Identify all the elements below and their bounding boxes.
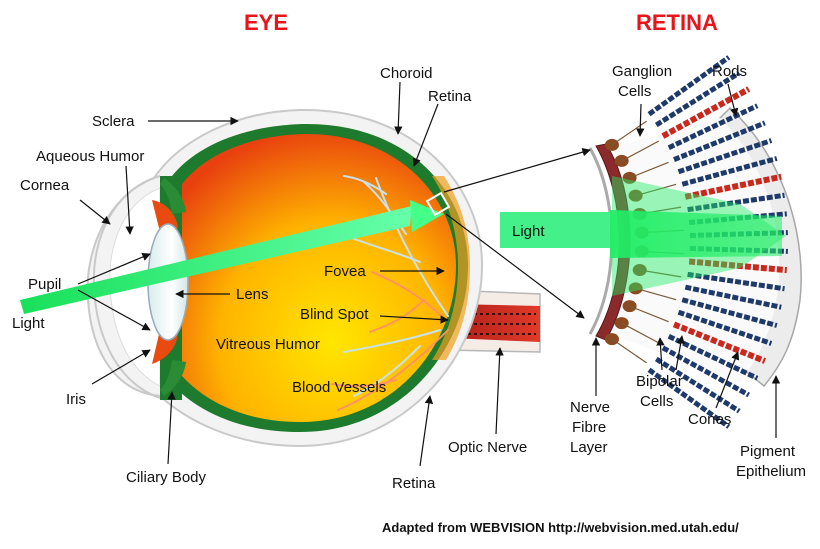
retina-detail xyxy=(500,57,801,427)
credit-line: Adapted from WEBVISION http://webvision.… xyxy=(382,520,739,535)
label-blind-spot: Blind Spot xyxy=(300,306,369,323)
label-cornea: Cornea xyxy=(20,177,70,194)
label-iris: Iris xyxy=(66,391,86,408)
label-pupil: Pupil xyxy=(28,276,61,293)
label-light-retina: Light xyxy=(512,223,545,240)
label-bipolar-1: Bipolar xyxy=(636,373,683,390)
label-light-eye: Light xyxy=(12,315,45,332)
label-retina-bottom: Retina xyxy=(392,475,436,492)
label-blood-vessels: Blood Vessels xyxy=(292,379,386,396)
label-bipolar-2: Cells xyxy=(640,393,673,410)
label-nerve-2: Fibre xyxy=(572,419,606,436)
label-cones: Cones xyxy=(688,411,731,428)
label-fovea: Fovea xyxy=(324,263,366,280)
label-choroid: Choroid xyxy=(380,65,433,82)
retina-title: RETINA xyxy=(636,10,718,35)
label-vitreous-humor: Vitreous Humor xyxy=(216,336,320,353)
label-ganglion-2: Cells xyxy=(618,83,651,100)
label-lens: Lens xyxy=(236,286,269,303)
label-sclera: Sclera xyxy=(92,113,135,130)
label-rods: Rods xyxy=(712,63,747,80)
label-aqueous-humor: Aqueous Humor xyxy=(36,148,144,165)
label-ciliary-body: Ciliary Body xyxy=(126,469,207,486)
label-ganglion-1: Ganglion xyxy=(612,63,672,80)
label-pigment-1: Pigment xyxy=(740,443,796,460)
label-nerve-3: Layer xyxy=(570,439,608,456)
label-retina-top: Retina xyxy=(428,88,472,105)
label-pigment-2: Epithelium xyxy=(736,463,806,480)
label-optic-nerve: Optic Nerve xyxy=(448,439,527,456)
eye-title: EYE xyxy=(244,10,288,35)
label-nerve-1: Nerve xyxy=(570,399,610,416)
